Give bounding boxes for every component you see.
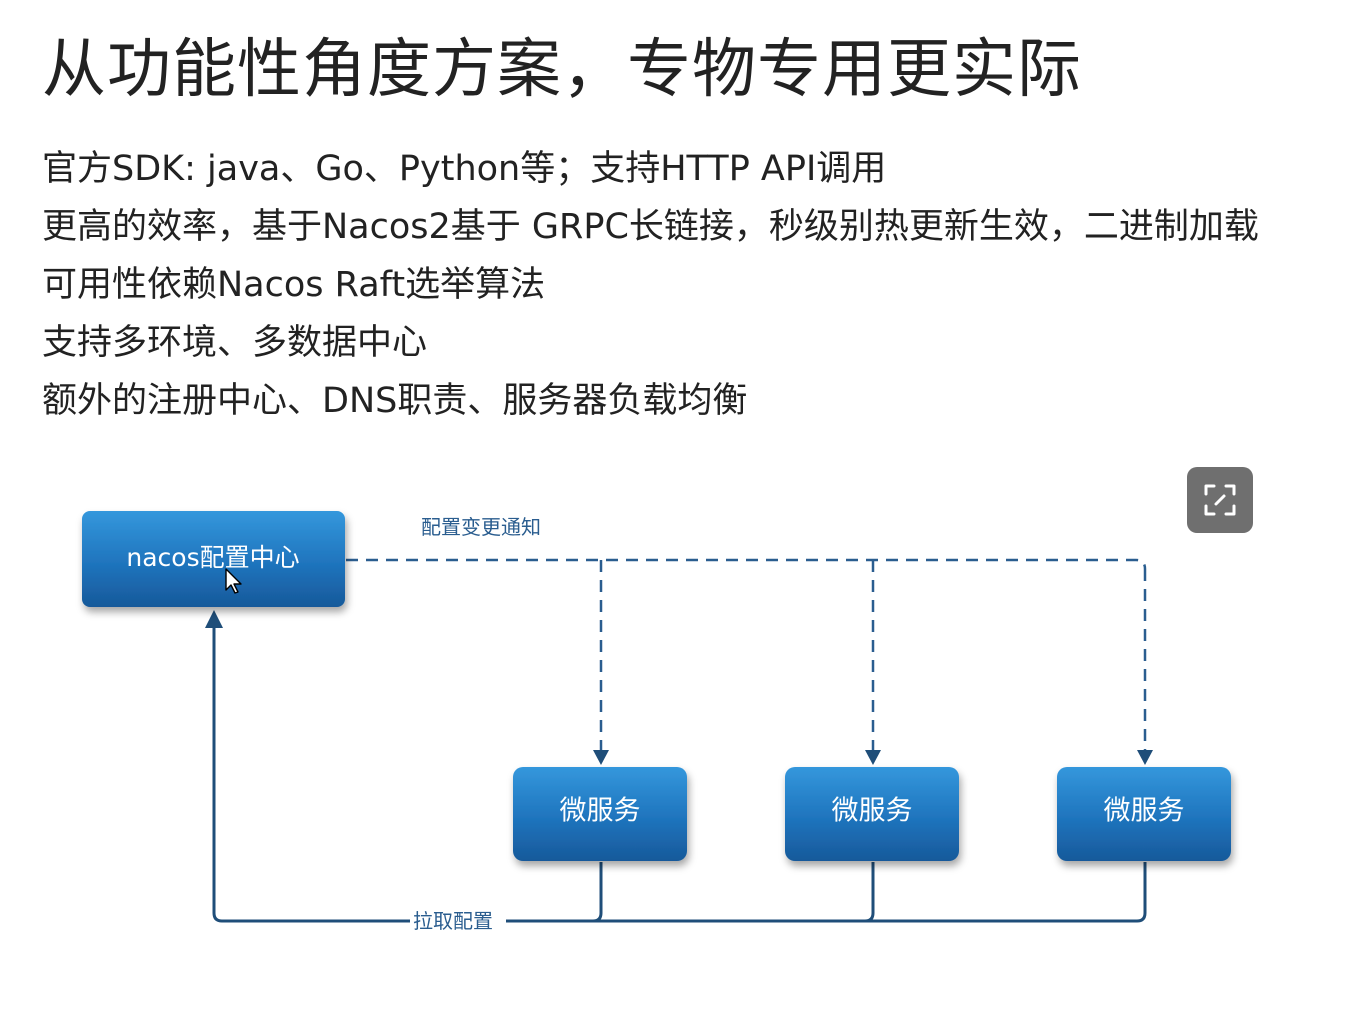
bullet-item: 更高的效率，基于Nacos2基于 GRPC长链接，秒级别热更新生效，二进制加载	[42, 207, 1259, 247]
bullet-list: 官方SDK: java、Go、Python等；支持HTTP API调用 更高的效…	[42, 140, 1259, 430]
notify-edge-trunk	[346, 558, 1147, 570]
microservice-box[interactable]	[1057, 767, 1231, 861]
page-title: 从功能性角度方案，专物专用更实际	[42, 33, 1082, 107]
config-center-node[interactable]: nacos配置中心	[82, 511, 345, 607]
mouse-cursor-icon	[225, 568, 242, 594]
microservice-node[interactable]: 微服务	[1057, 767, 1231, 861]
notify-arrowheads	[593, 750, 1153, 765]
expand-button[interactable]	[1187, 467, 1253, 533]
microservice-box[interactable]	[785, 767, 959, 861]
arrowhead	[865, 750, 881, 765]
arrowhead	[593, 750, 609, 765]
pull-edge-1	[592, 862, 603, 923]
bullet-item: 支持多环境、多数据中心	[42, 323, 428, 363]
pull-edge-2	[864, 862, 875, 923]
bullet-item: 可用性依赖Nacos Raft选举算法	[42, 265, 546, 305]
pull-edges	[212, 625, 1147, 923]
bullet-item: 额外的注册中心、DNS职责、服务器负载均衡	[42, 381, 748, 421]
bullet-item: 官方SDK: java、Go、Python等；支持HTTP API调用	[42, 149, 887, 189]
microservice-node[interactable]: 微服务	[513, 767, 687, 861]
notify-edge-label: 配置变更通知	[421, 515, 541, 539]
microservice-label: 微服务	[560, 796, 641, 827]
config-center-box[interactable]	[82, 511, 345, 607]
microservice-label: 微服务	[1104, 796, 1185, 827]
config-center-label: nacos配置中心	[126, 543, 299, 572]
pull-label-bg	[410, 906, 506, 936]
microservice-label: 微服务	[832, 796, 913, 827]
arrowhead	[1137, 750, 1153, 765]
architecture-diagram: 拉取配置 配置变更通知 nacos配置中心 微服务 微服务 微服务	[82, 511, 1231, 936]
pull-edge-label: 拉取配置	[413, 909, 493, 933]
expand-icon	[1204, 484, 1236, 516]
notify-edges	[346, 558, 1147, 752]
pull-edge-3	[212, 625, 1147, 923]
microservice-node[interactable]: 微服务	[785, 767, 959, 861]
pull-arrowhead	[205, 610, 223, 628]
microservice-box[interactable]	[513, 767, 687, 861]
